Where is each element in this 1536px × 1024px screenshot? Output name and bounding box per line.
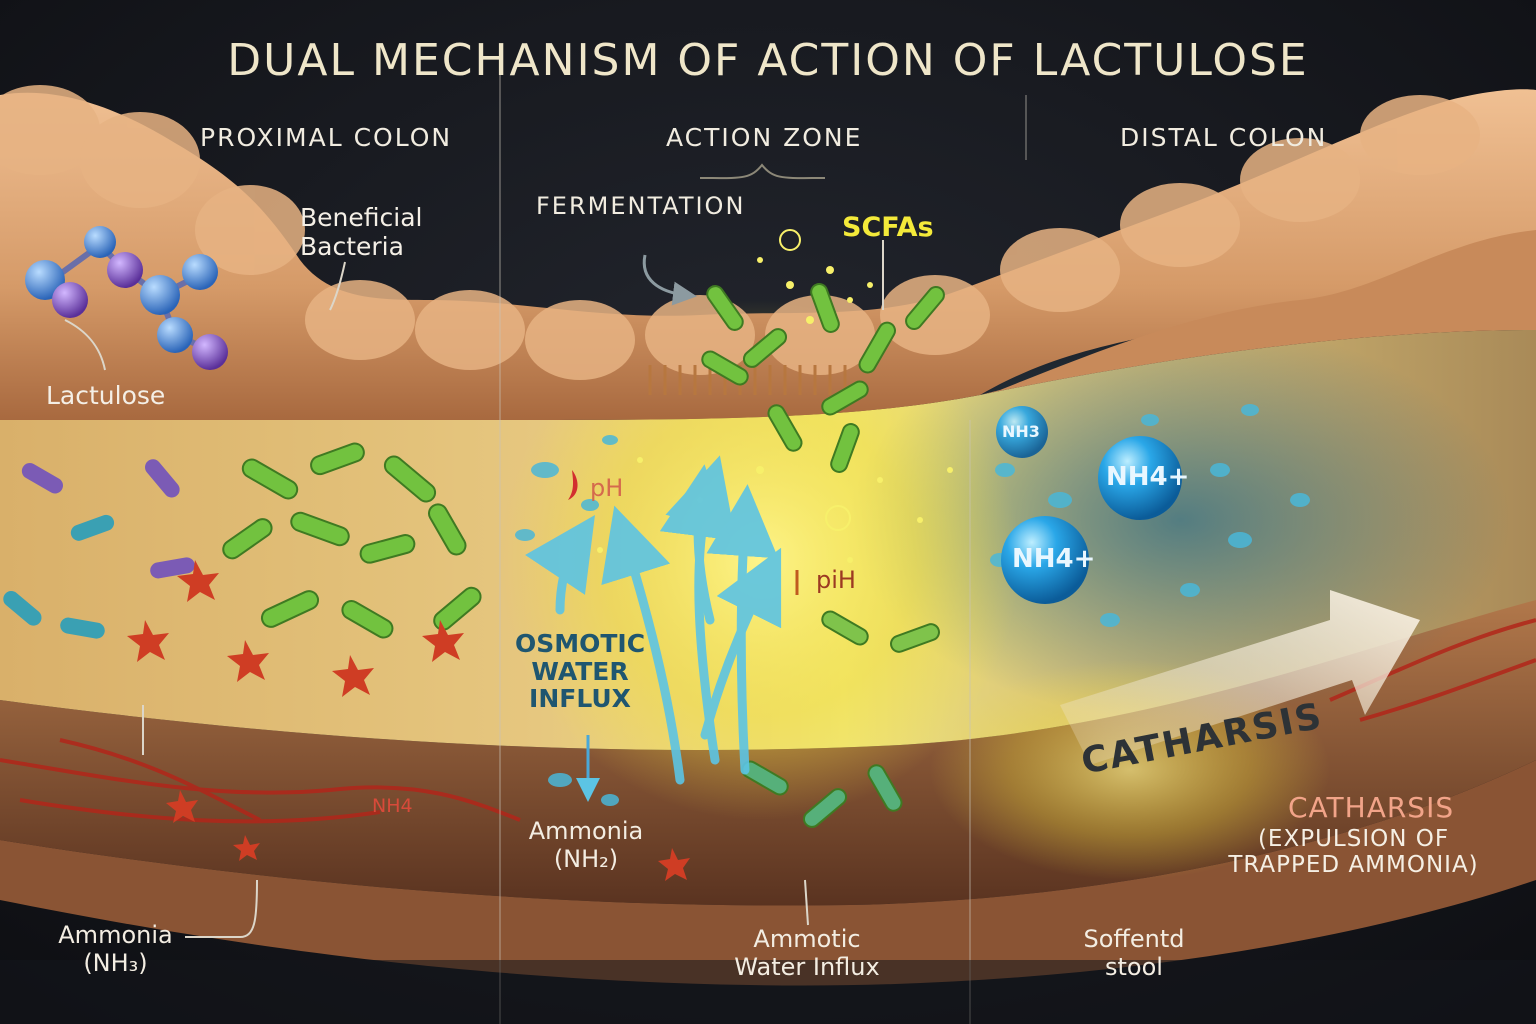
submucosa-band — [0, 760, 1536, 986]
catharsis-arrow-shape — [1060, 590, 1420, 765]
nh3-bubble — [996, 406, 1048, 458]
mixed-bacteria-left — [3, 459, 195, 639]
nh4-bubble-lower — [1001, 516, 1089, 604]
osmotic-water-influx-label: OSMOTIC WATER INFLUX — [514, 629, 646, 713]
ph-right-label: piH — [816, 566, 856, 594]
lactulose-molecule — [25, 226, 228, 370]
ammonia-particles — [127, 560, 690, 881]
catharsis-title: CATHARSIS — [1288, 791, 1455, 824]
ph-left-label: pH — [590, 474, 624, 502]
ammotic-water-influx-label: Ammotic Water Influx — [734, 925, 880, 981]
blood-vessels — [0, 618, 1536, 824]
zone-dividers — [499, 60, 1027, 1024]
softened-stool-label: Soffentd stool — [1083, 925, 1185, 981]
zone-label-proximal: PROXIMAL COLON — [200, 123, 453, 152]
catharsis-subtitle: (EXPULSION OF TRAPPED AMMONIA) — [1228, 826, 1479, 879]
bottom-vignette — [0, 960, 1536, 1024]
nh4-bubble-upper — [1098, 436, 1182, 520]
lactulose-label: Lactulose — [46, 381, 166, 410]
distal-inner-wall — [980, 230, 1536, 395]
beneficial-bacteria-group — [222, 283, 945, 828]
nh3-label: NH3 — [1002, 422, 1040, 441]
haustral-folds — [0, 85, 1480, 380]
ammonia-center-label: Ammonia (NH₂) — [528, 817, 644, 873]
scfa-particles — [597, 229, 953, 563]
nh4-label-lower: NH4+ — [1012, 544, 1096, 574]
fermentation-arrow — [642, 254, 697, 306]
action-zone-bracket — [699, 163, 826, 180]
nh-vessel-label: NH4 — [372, 795, 413, 817]
fermentation-label: FERMENTATION — [536, 192, 746, 220]
page-title: DUAL MECHANISM OF ACTION OF LACTULOSE — [227, 35, 1309, 86]
nh4-label-upper: NH4+ — [1106, 462, 1190, 492]
osmotic-water-arrows — [525, 455, 782, 785]
leader-lines — [64, 240, 884, 938]
ph-drop-left — [568, 470, 578, 500]
beneficial-bacteria-label: Beneficial Bacteria — [300, 203, 423, 261]
zone-label-action: ACTION ZONE — [666, 123, 863, 152]
ammonia-left-label: Ammonia (NH₃) — [58, 921, 173, 977]
zone-label-distal: DISTAL COLON — [1120, 123, 1328, 152]
scfas-label: SCFAs — [842, 212, 934, 243]
